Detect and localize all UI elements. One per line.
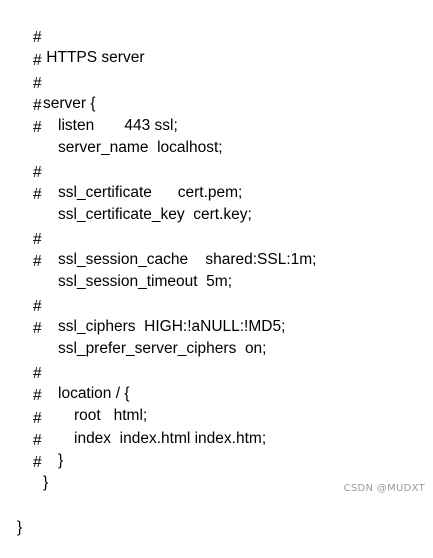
comment-marker: # — [33, 75, 42, 92]
comment-marker: # — [33, 97, 42, 114]
code-line: # } — [0, 433, 48, 491]
comment-marker: # — [33, 164, 42, 181]
code-text: HTTPS server — [42, 49, 145, 66]
code-line — [0, 456, 17, 476]
code-text: ssl_certificate cert.pem; — [58, 184, 243, 201]
watermark: CSDN @MUDXT — [343, 483, 425, 494]
comment-marker: # — [33, 410, 42, 427]
comment-marker: # — [33, 29, 42, 46]
code-view: # HTTPS server # # server { # listen 443… — [0, 8, 425, 536]
code-text: ssl_certificate_key cert.key; — [58, 206, 252, 223]
code-text: listen 443 ssl; — [58, 117, 178, 134]
code-text: location / { — [58, 385, 130, 402]
code-text: server { — [43, 95, 96, 112]
code-line — [0, 121, 17, 141]
code-line — [0, 322, 17, 342]
code-line: # listen 443 ssl; — [0, 76, 178, 134]
comment-marker: # — [33, 387, 42, 404]
code-line: # ssl_certificate_key cert.key; — [0, 165, 252, 223]
comment-marker: # — [33, 231, 42, 248]
code-line: # HTTPS server — [0, 8, 144, 66]
code-line: # index index.html index.htm; — [0, 389, 266, 447]
code-text: ssl_session_cache shared:SSL:1m; — [58, 251, 317, 268]
comment-marker: # — [33, 454, 42, 471]
comment-marker: # — [33, 432, 42, 449]
comment-marker: # — [33, 52, 42, 69]
code-line: # ssl_certificate cert.pem; — [0, 143, 242, 201]
comment-marker: # — [33, 320, 42, 337]
code-line: } — [0, 478, 22, 536]
code-line: # root html; — [0, 366, 147, 424]
code-text: } — [17, 519, 23, 536]
code-line: # ssl_ciphers HIGH:!aNULL:!MD5; — [0, 277, 285, 335]
comment-marker: # — [33, 298, 42, 315]
code-text: ssl_prefer_server_ciphers on; — [58, 340, 267, 357]
comment-marker: # — [33, 186, 42, 203]
code-line: # server { — [0, 54, 96, 112]
code-line: # — [0, 31, 42, 69]
code-text: index index.html index.htm; — [74, 430, 267, 447]
code-text: server_name localhost; — [58, 139, 223, 156]
code-line: # location / { — [0, 344, 130, 402]
code-line: # ssl_prefer_server_ciphers on; — [0, 299, 267, 357]
code-text: root html; — [74, 407, 148, 424]
code-line: # ssl_session_timeout 5m; — [0, 232, 232, 290]
comment-marker: # — [33, 119, 42, 136]
code-text: } — [43, 474, 49, 491]
comment-marker: # — [33, 253, 42, 270]
code-text: ssl_ciphers HIGH:!aNULL:!MD5; — [58, 318, 286, 335]
code-text: } — [58, 452, 64, 469]
code-line — [0, 255, 17, 275]
comment-marker: # — [33, 365, 42, 382]
code-line: # server_name localhost; — [0, 98, 223, 156]
code-line: # ssl_session_cache shared:SSL:1m; — [0, 210, 316, 268]
code-line: # } — [0, 411, 63, 469]
code-text: ssl_session_timeout 5m; — [58, 273, 233, 290]
code-line — [0, 188, 17, 208]
